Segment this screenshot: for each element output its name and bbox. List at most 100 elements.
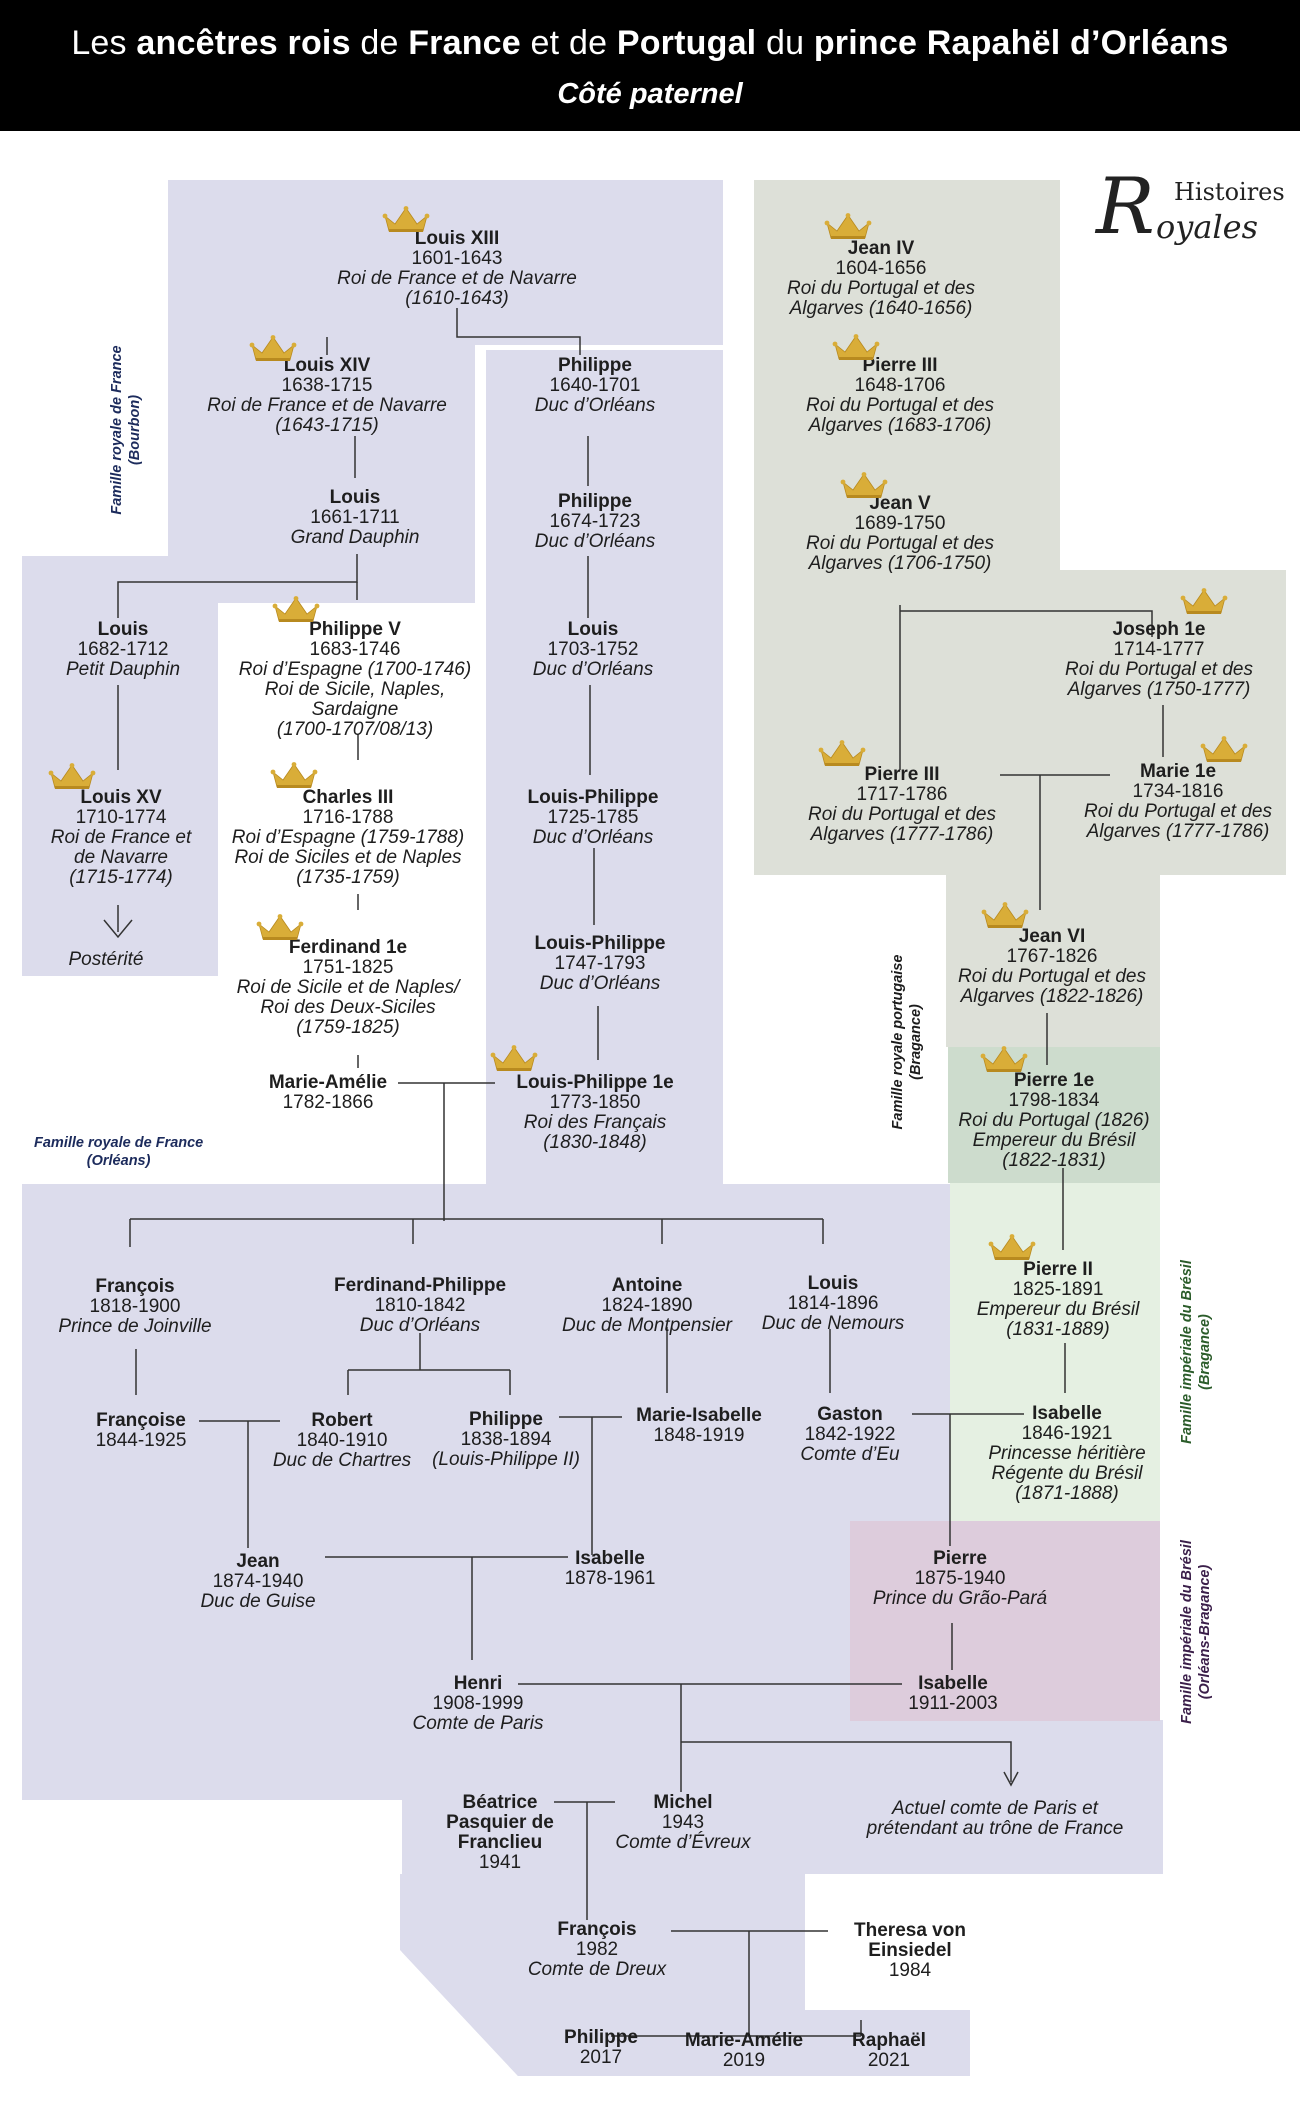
person-name: Pasquier de [446,1812,554,1833]
person-name: Henri [453,1673,503,1694]
family-label-line: (Bragance) [908,1004,924,1080]
note-actuel-comte: Actuel comte de Paris et prétendant au t… [867,1799,1124,1839]
person-title: Duc d’Orléans [532,659,654,680]
person-title: Duc de Guise [200,1591,316,1612]
person-title: Roi du Portugal et des [805,395,995,416]
person-dates: 1875-1940 [914,1568,1006,1589]
logo-line-2: oyales [1156,208,1259,246]
region-orleans-column [486,350,723,1185]
person-dates: 1840-1910 [296,1430,388,1451]
family-label-orleans: Famille royale de France(Orléans) [34,1134,203,1170]
person-dates: 1604-1656 [835,258,927,279]
person-title: Roi de France et [50,827,192,848]
family-label-portugal: Famille royale portugaise(Bragance) [889,955,925,1130]
person-title: Sardaigne [311,699,399,720]
person-title: Algarves (1706-1750) [808,553,992,574]
person-dates: 1689-1750 [854,513,946,534]
crown-icon [1200,736,1248,762]
crown-icon [981,902,1029,928]
person-dates: 1710-1774 [75,807,167,828]
crown-icon [270,762,318,788]
region-bourbon-top [168,180,723,345]
person-dates: 1661-1711 [310,507,400,528]
person-name: Pierre [933,1548,987,1569]
person-name: Einsiedel [868,1940,952,1961]
region-pierre1 [948,1047,1160,1183]
crown-icon [988,1234,1036,1260]
person-name: Michel [653,1792,713,1813]
person-dates: 1601-1643 [411,248,503,269]
page-title: Les ancêtres rois de France et de Portug… [0,24,1300,63]
person-name: Marie-Isabelle [636,1405,762,1426]
person-name: Marie-Amélie [684,2030,804,2051]
person-name: Jean IV [847,238,915,259]
person-dates: 1682-1712 [77,639,169,660]
person-name: Philippe V [309,619,401,640]
header: Les ancêtres rois de France et de Portug… [0,0,1300,131]
person-title: Algarves (1750-1777) [1067,679,1251,700]
person-name: Philippe [558,491,632,512]
person-title: (1759-1825) [296,1017,400,1038]
person-name: Isabelle [575,1548,645,1569]
family-label-bresil: Famille impériale du Brésil(Bragance) [1178,1260,1214,1444]
person-dates: 1825-1891 [1012,1279,1104,1300]
title-part: Les [71,24,137,62]
histoires-royales-logo: R Histoires oyales [1096,168,1285,252]
person-name: Ferdinand-Philippe [333,1275,507,1296]
person-name: Louis-Philippe [534,933,666,954]
person-title: (1831-1889) [1006,1319,1110,1340]
person-name: François [557,1919,637,1940]
family-label-orleans-braganca: Famille impériale du Brésil(Orléans-Brag… [1178,1540,1214,1724]
person-title: Duc de Chartres [272,1450,412,1471]
person-name: Louis XIV [283,355,371,376]
crown-icon [824,213,872,239]
logo-line-1: Histoires [1174,178,1285,206]
person-name: Louis [567,619,619,640]
family-label-line: Famille impériale du Brésil [1179,1540,1195,1724]
region-bourbon-mid [168,345,475,603]
person-title: Roi des Français [523,1112,667,1133]
person-title: Comte d’Évreux [615,1832,751,1853]
person-title: Prince de Joinville [58,1316,212,1337]
person-name: Philippe [469,1409,543,1430]
crown-icon [249,335,297,361]
family-label-line: Famille royale portugaise [890,954,906,1130]
person-name: Jean V [869,493,931,514]
person-title: Roi des Deux-Siciles [260,997,436,1018]
person-name: Louis-Philippe [527,787,659,808]
person-dates: 1714-1777 [1113,639,1205,660]
person-dates: 1908-1999 [432,1693,524,1714]
person-dates: 2017 [579,2047,623,2068]
person-dates: 1716-1788 [302,807,394,828]
person-title: Roi du Portugal et des [805,533,995,554]
person-dates: 1717-1786 [856,784,948,805]
person-dates: 1941 [478,1852,522,1873]
crown-icon [832,334,880,360]
region-portugal-right [754,570,1286,875]
person-title: Duc d’Orléans [359,1315,481,1336]
person-title: Princesse héritière [988,1443,1146,1464]
person-name: Jean VI [1018,926,1086,947]
person-dates: 1638-1715 [281,375,373,396]
crown-icon [382,206,430,232]
person-name: Béatrice [462,1792,538,1813]
